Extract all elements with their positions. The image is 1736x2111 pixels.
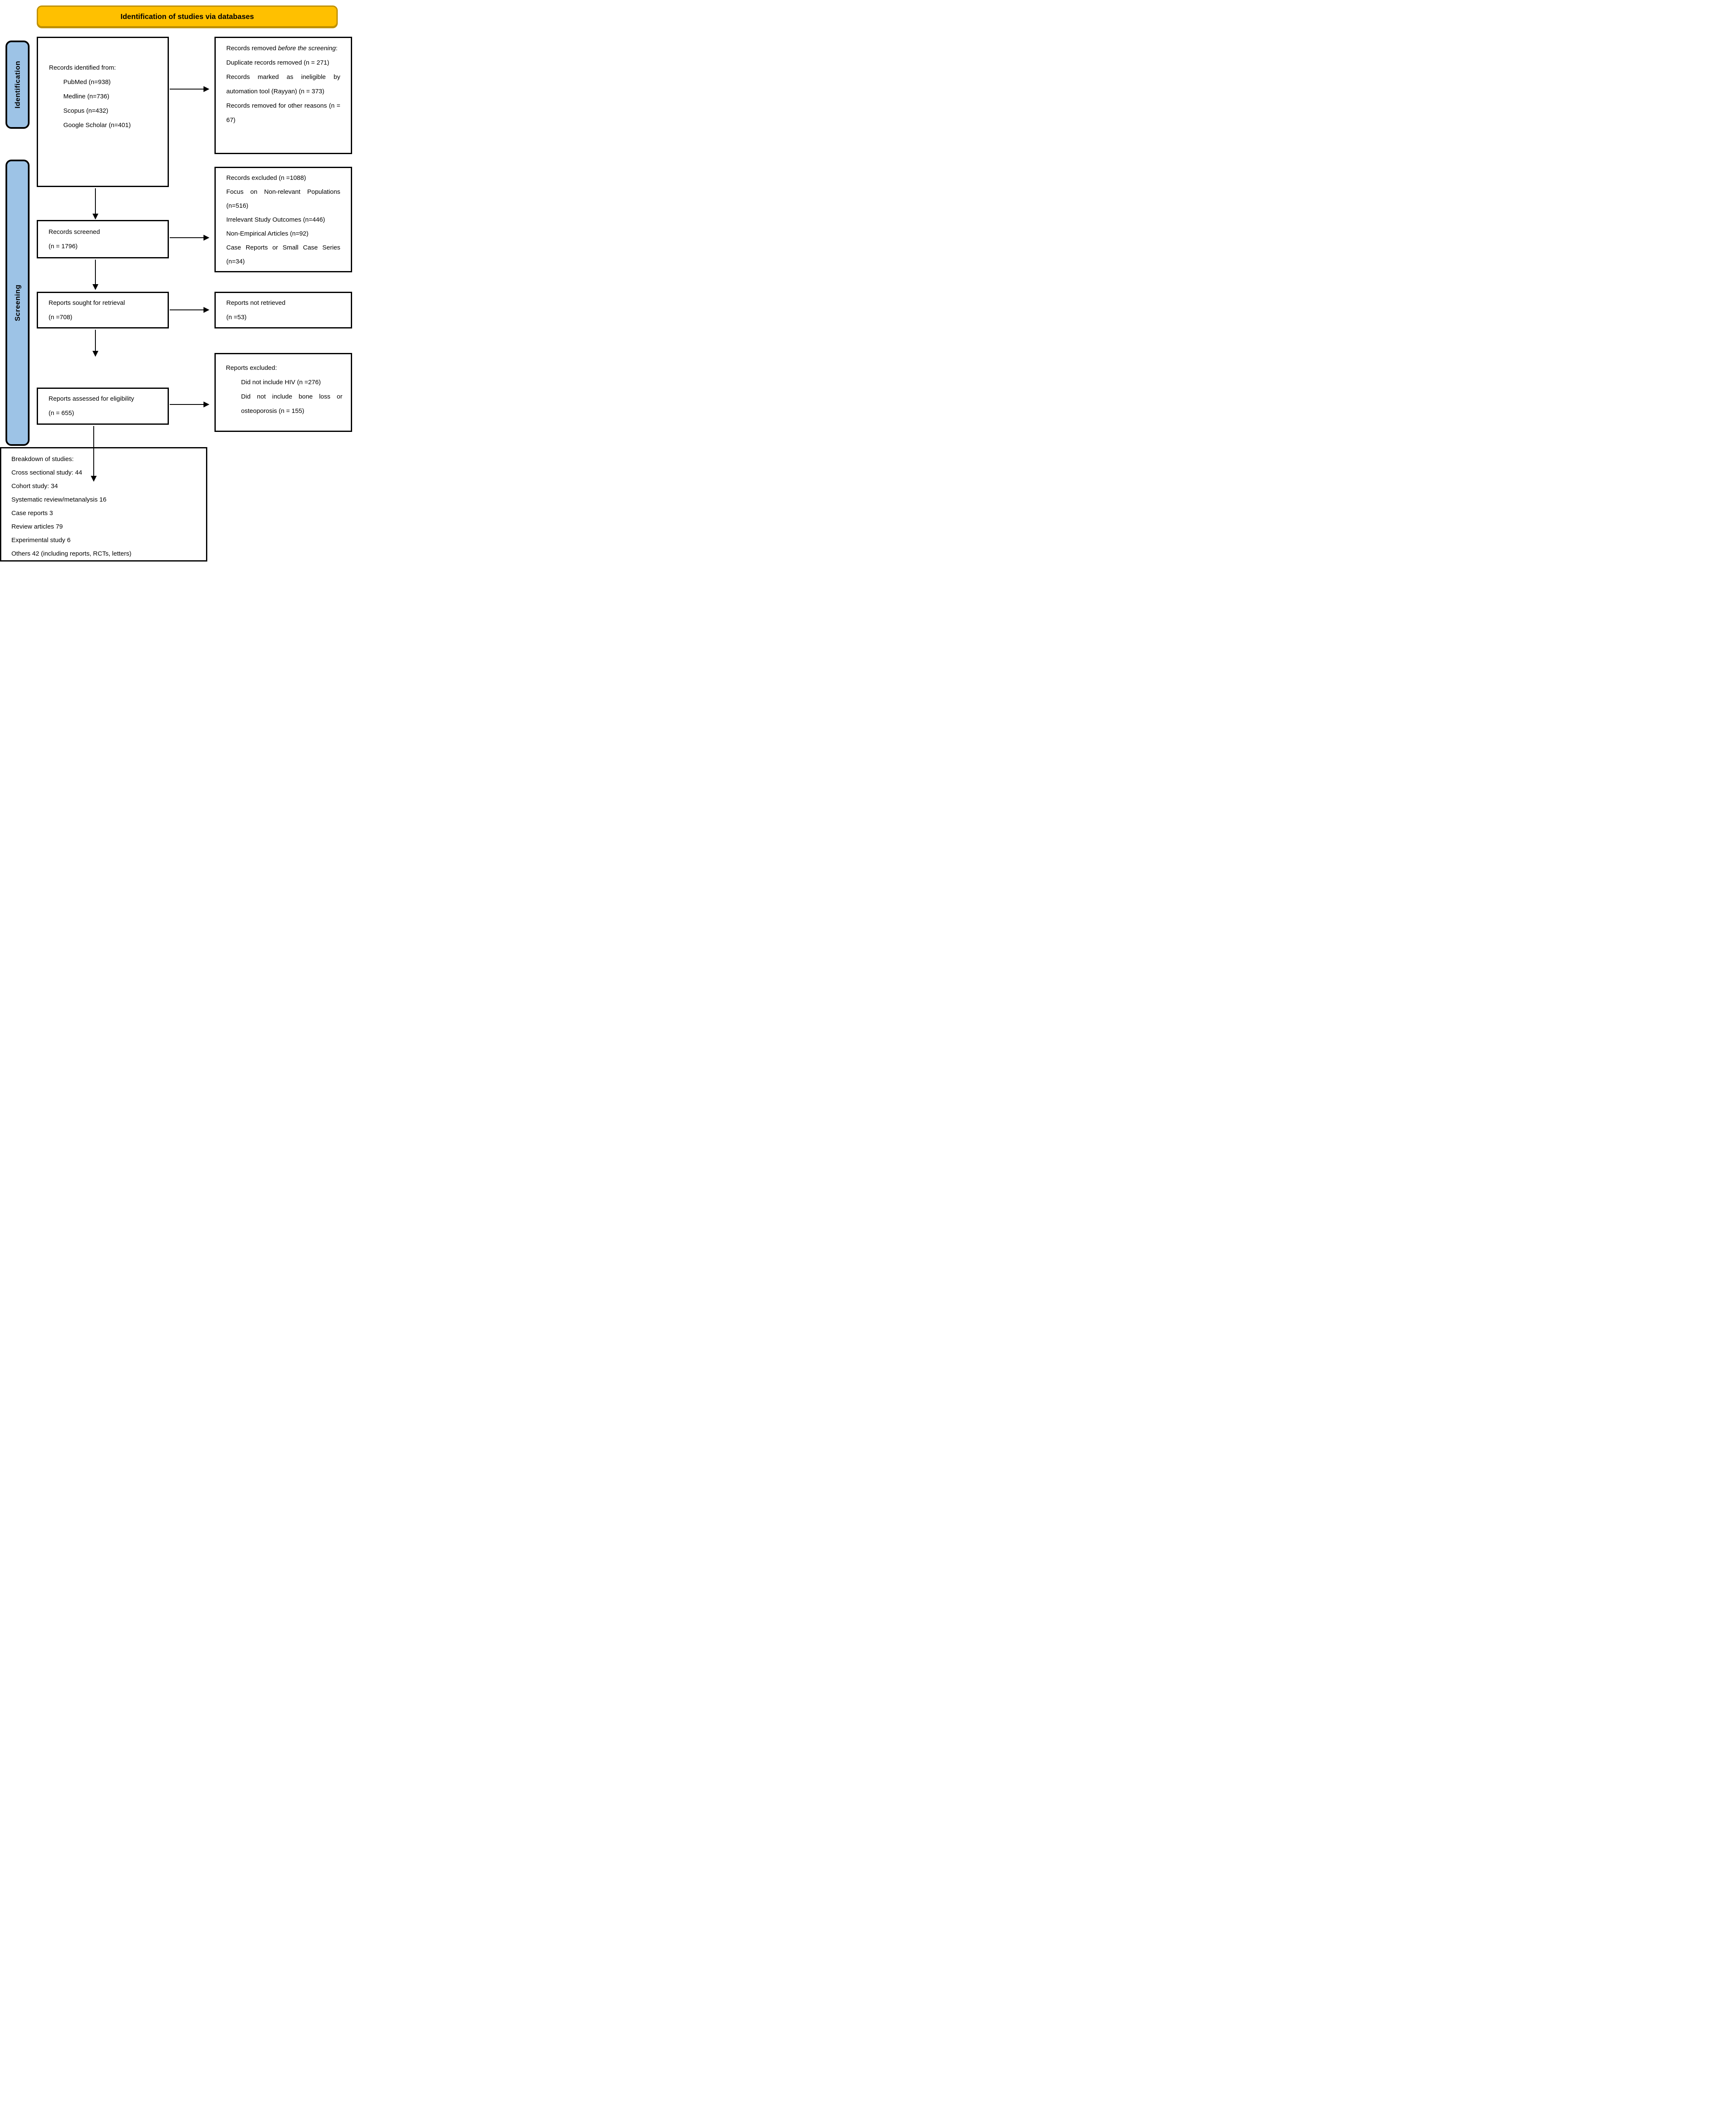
records-identified-title: Records identified from: — [49, 64, 116, 71]
arrow-sought-to-assessed — [92, 330, 98, 357]
not-retrieved-count: (n =53) — [226, 313, 247, 321]
arrow-assessed-to-included — [91, 426, 97, 482]
stage-identification-label: Identification — [13, 61, 22, 109]
arrow-shaft — [95, 260, 96, 285]
prisma-flow-diagram: Identification of studies via databases … — [0, 0, 434, 578]
arrow-head-down-icon — [91, 476, 97, 482]
source-scopus: Scopus (n=432) — [63, 107, 108, 114]
stage-screening: Screening — [5, 160, 30, 446]
arrow-shaft — [95, 188, 96, 215]
breakdown-review-articles: Review articles 79 — [11, 523, 63, 530]
arrow-identified-to-removed — [170, 86, 209, 92]
removed-before-title: Records removed before the screening: — [226, 45, 338, 52]
reports-sought-label: Reports sought for retrieval — [49, 299, 125, 307]
banner-title: Identification of studies via databases — [37, 5, 338, 27]
reports-sought-count: (n =708) — [49, 313, 73, 321]
source-medline: Medline (n=736) — [63, 93, 109, 100]
arrow-head-down-icon — [92, 284, 98, 290]
box-records-screened: Records screened (n = 1796) — [37, 220, 169, 258]
breakdown-systematic-review: Systematic review/metanalysis 16 — [11, 496, 107, 503]
arrow-shaft — [95, 330, 96, 352]
arrow-head-down-icon — [92, 351, 98, 357]
stage-identification: Identification — [5, 41, 30, 129]
source-google-scholar: Google Scholar (n=401) — [63, 122, 131, 129]
box-records-excluded: Records excluded (n =1088) Focus on Non-… — [214, 167, 352, 272]
arrow-head-right-icon — [203, 307, 209, 313]
arrow-shaft — [170, 237, 205, 238]
removed-before-title-italic: before the screening — [278, 45, 336, 52]
excluded-non-empirical: Non-Empirical Articles (n=92) — [226, 230, 309, 237]
breakdown-title: Breakdown of studies: — [11, 456, 74, 463]
records-identified-sources: PubMed (n=938) Medline (n=736) Scopus (n… — [49, 75, 163, 133]
arrow-sought-to-not-retrieved — [170, 307, 209, 313]
arrow-shaft — [93, 426, 94, 477]
arrow-shaft — [170, 89, 205, 90]
arrow-screened-to-sought — [92, 260, 98, 290]
removed-duplicates: Duplicate records removed (n = 271) — [226, 59, 329, 66]
arrow-head-right-icon — [203, 402, 209, 407]
records-screened-count: (n = 1796) — [49, 242, 78, 250]
box-records-removed-before-screening: Records removed before the screening: Du… — [214, 37, 352, 154]
excluded-irrelevant-outcomes: Irrelevant Study Outcomes (n=446) — [226, 216, 325, 223]
arrow-screened-to-excluded — [170, 235, 209, 241]
arrow-shaft — [170, 404, 205, 405]
box-reports-excluded: Reports excluded: Did not include HIV (n… — [214, 353, 352, 432]
reports-assessed-count: (n = 655) — [49, 410, 74, 417]
arrow-head-right-icon — [203, 235, 209, 241]
box-records-identified: Records identified from: PubMed (n=938) … — [37, 37, 169, 187]
box-reports-assessed: Reports assessed for eligibility (n = 65… — [37, 388, 169, 425]
excluded-no-bone-loss: Did not include bone loss or osteoporosi… — [241, 393, 342, 415]
reports-excluded-title: Reports excluded: — [226, 364, 277, 372]
records-excluded-total: Records excluded (n =1088) — [226, 174, 306, 182]
stage-screening-label: Screening — [13, 284, 22, 321]
removed-automation: Records marked as ineligible by automati… — [226, 73, 340, 95]
excluded-nonrelevant-populations: Focus on Non-relevant Populations (n=516… — [226, 188, 340, 209]
removed-other-reasons: Records removed for other reasons (n = 6… — [226, 102, 340, 124]
arrow-head-down-icon — [92, 214, 98, 220]
arrow-identified-to-screened — [92, 188, 98, 220]
breakdown-cohort: Cohort study: 34 — [11, 483, 58, 490]
reports-assessed-label: Reports assessed for eligibility — [49, 395, 134, 402]
box-reports-not-retrieved: Reports not retrieved (n =53) — [214, 292, 352, 328]
arrow-head-right-icon — [203, 86, 209, 92]
breakdown-others: Others 42 (including reports, RCTs, lett… — [11, 550, 132, 557]
excluded-no-hiv: Did not include HIV (n =276) — [241, 379, 321, 386]
source-pubmed: PubMed (n=938) — [63, 79, 111, 86]
box-reports-sought: Reports sought for retrieval (n =708) — [37, 292, 169, 328]
breakdown-case-reports: Case reports 3 — [11, 510, 53, 517]
breakdown-cross-sectional: Cross sectional study: 44 — [11, 469, 82, 476]
records-screened-label: Records screened — [49, 228, 100, 236]
excluded-case-reports: Case Reports or Small Case Series (n=34) — [226, 244, 340, 265]
arrow-shaft — [170, 309, 205, 310]
not-retrieved-label: Reports not retrieved — [226, 299, 286, 307]
arrow-assessed-to-reports-excluded — [170, 402, 209, 407]
box-breakdown-of-studies: Breakdown of studies: Cross sectional st… — [0, 447, 207, 562]
breakdown-experimental: Experimental study 6 — [11, 537, 71, 544]
